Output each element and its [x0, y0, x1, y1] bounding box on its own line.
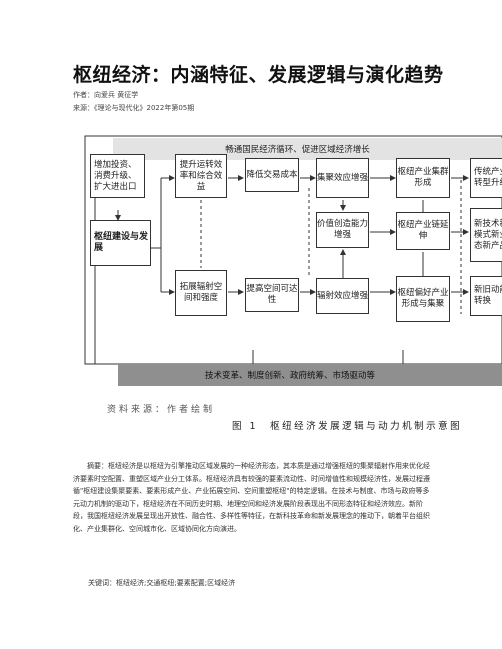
logic-diagram: 畅通国民经济循环、促进区域经济增长 增加投资、消费升级、扩大进出口 枢纽建设与发… — [73, 128, 502, 390]
box-hub-construction: 枢纽建设与发展 — [90, 220, 151, 266]
box-investment: 增加投资、消费升级、扩大进出口 — [90, 154, 145, 198]
abstract: 摘要：枢纽经济是以枢纽为引擎推动区域发展的一种经济形态，其本质是通过增强枢纽的集… — [73, 460, 433, 535]
article-title: 枢纽经济：内涵特征、发展逻辑与演化趋势 — [73, 64, 444, 86]
article-authors: 作者：向爱兵 黄征学 — [73, 91, 139, 99]
box-preference-industry: 枢纽偏好产业形成与集聚 — [396, 276, 450, 322]
figure-caption: 图 1 枢纽经济发展逻辑与动力机制示意图 — [232, 421, 463, 432]
box-agglomeration: 集聚效应增强 — [316, 158, 369, 198]
box-traditional-transform: 传统产业转型升级 — [470, 158, 502, 198]
top-band: 畅通国民经济循环、促进区域经济增长 — [113, 138, 502, 160]
abstract-text: 摘要：枢纽经济是以枢纽为引擎推动区域发展的一种经济形态，其本质是通过增强枢纽的集… — [73, 462, 430, 533]
box-transport-efficiency: 提升运转效率和综合效益 — [175, 154, 227, 198]
box-radiation-space: 拓展辐射空间和强度 — [175, 270, 227, 316]
keywords: 关键词：枢纽经济;交通枢纽;要素配置;区域经济 — [88, 579, 236, 587]
box-new-tech-models: 新技术新模式新业态新产品 — [470, 208, 502, 262]
article-source: 来源：《理论与现代化》2022年第05期 — [73, 104, 195, 112]
box-value-creation: 价值创造能力增强 — [316, 212, 369, 248]
box-industry-cluster: 枢纽产业集群形成 — [396, 158, 450, 198]
box-radiation-effect: 辐射效应增强 — [316, 278, 369, 314]
box-new-old-momentum: 新旧动能转换 — [470, 276, 502, 316]
bottom-band: 技术变革、制度创新、政府统筹、市场驱动等 — [118, 364, 502, 386]
figure-source-note: 资料来源：作者绘制 — [107, 405, 216, 415]
box-chain-extension: 枢纽产业链延伸 — [396, 212, 450, 250]
box-spatial-access: 提高空间可达性 — [245, 278, 299, 312]
box-reduce-cost: 降低交易成本 — [245, 158, 299, 192]
